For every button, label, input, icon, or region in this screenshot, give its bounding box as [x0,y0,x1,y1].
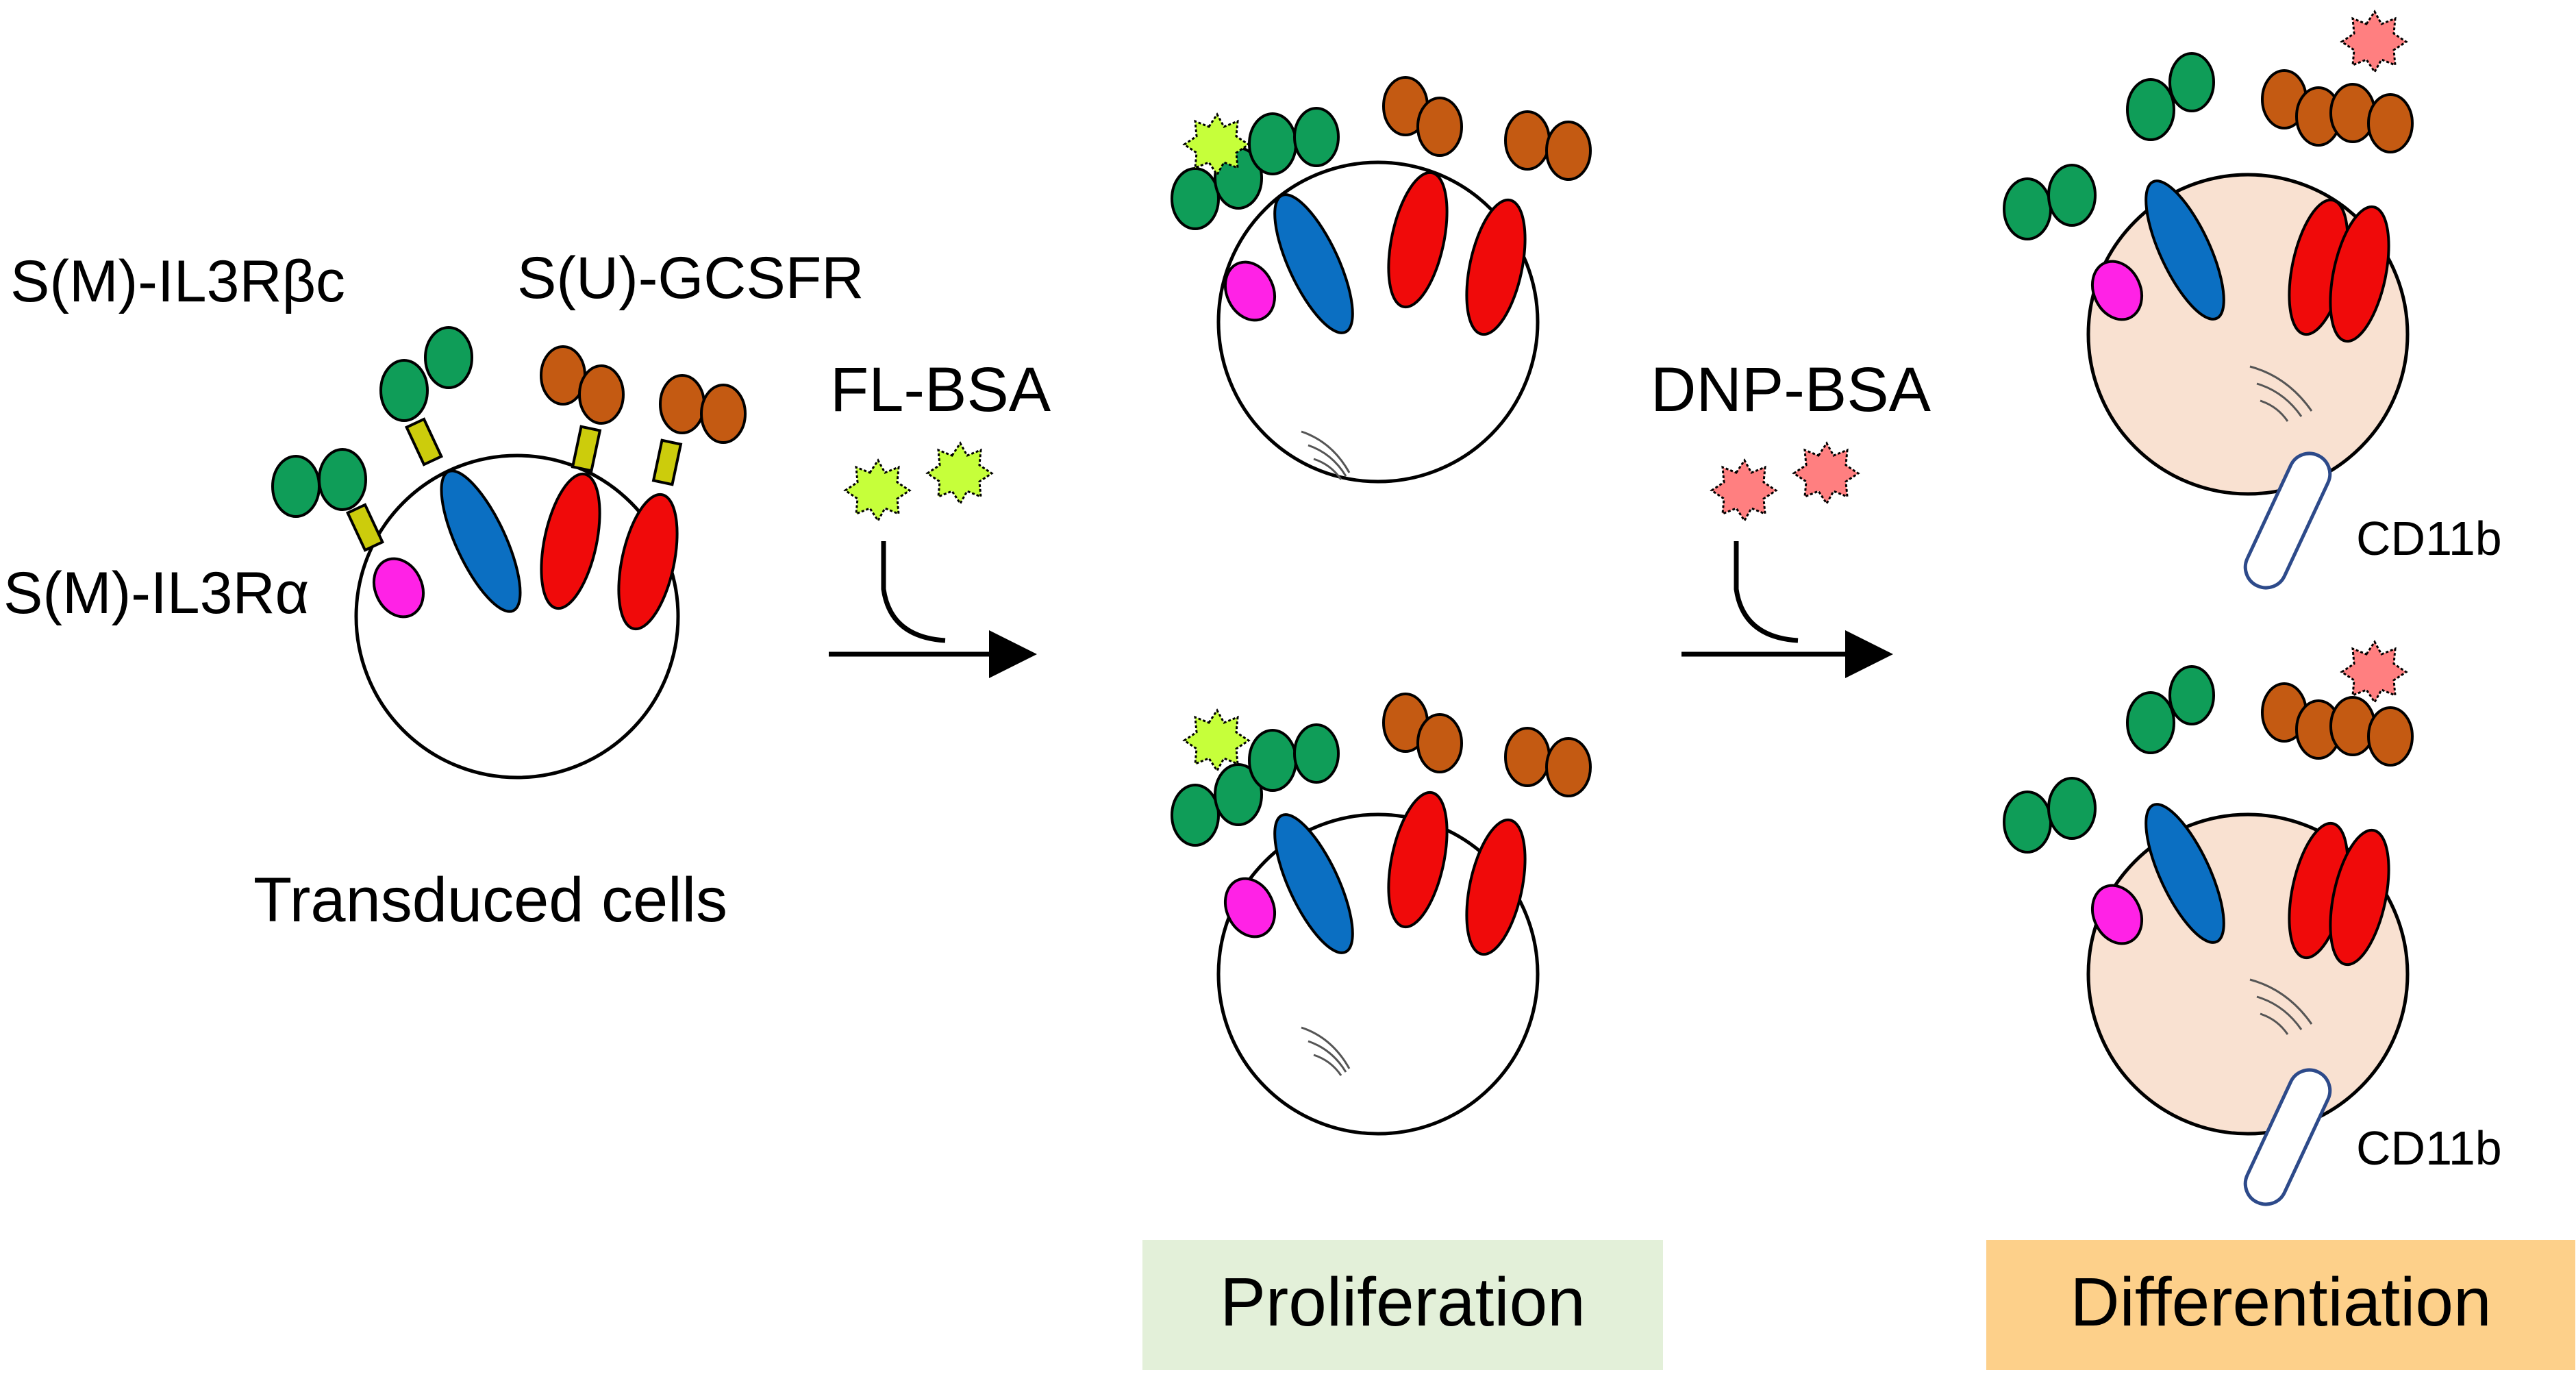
differentiation-cell-top [2003,10,2414,590]
dnp-bsa-ligands [1710,441,1860,523]
cd11b-top-label: CD11b [2356,512,2502,565]
arrow-fl-bsa [829,541,1037,678]
cd11b-bottom-label: CD11b [2356,1121,2502,1175]
differentiation-label: Differentiation [2070,1264,2491,1341]
il3rbc-label: S(M)-IL3Rβc [10,249,345,314]
proliferation-label: Proliferation [1220,1264,1586,1341]
proliferation-cell-top [1171,76,1592,484]
cell-receptors [271,326,747,631]
transduced-cells-label: Transduced cells [253,865,727,935]
fl-bsa-ligands [843,441,994,523]
transduced-cell [271,326,747,780]
differentiation-box [1986,1240,2575,1370]
dnp-bsa-label: DNP-BSA [1651,355,1931,425]
il3ra-label: S(M)-IL3Rα [3,560,309,626]
proliferation-cell-bottom [1171,693,1592,1136]
proliferation-box [1142,1240,1663,1370]
arrow-dnp-bsa [1681,541,1893,678]
differentiation-cell-bottom [2003,640,2414,1206]
fl-bsa-label: FL-BSA [830,355,1051,425]
gcsfr-label: S(U)-GCSFR [517,245,864,311]
